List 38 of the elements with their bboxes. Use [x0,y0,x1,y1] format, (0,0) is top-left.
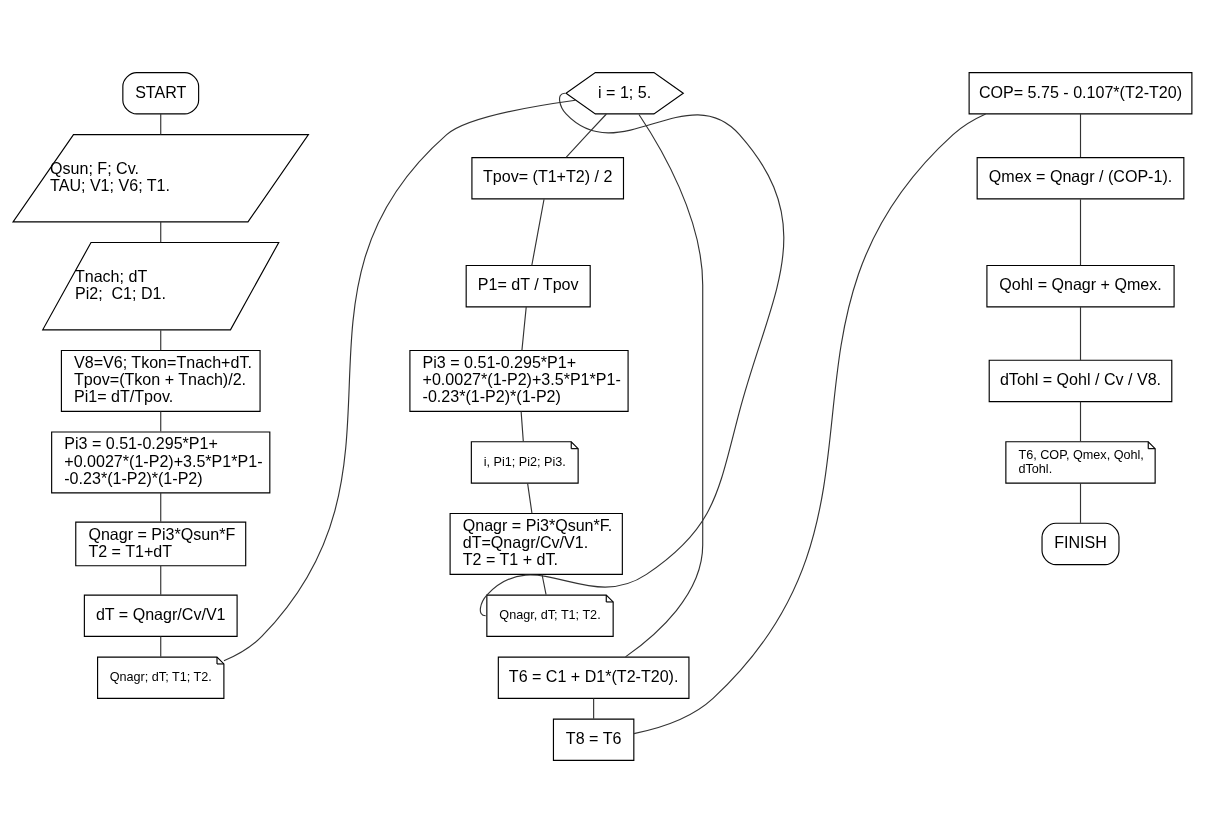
connector [479,92,785,616]
node-box: Pi3 = 0.51-0.295*P1+ +0.0027*(1-P2)+3.5*P1*P1- -0.23*(1-P2)*(1-P2) [51,430,271,493]
node-box: T6 = C1 + D1*(T2-T20). [497,656,690,699]
connector [160,564,162,595]
connector [633,112,987,734]
connector [521,305,527,351]
node-box: START [122,71,200,114]
node-box: P1= dT / Tpov [465,264,591,307]
node-box: dTohl = Qohl / Cv / V8. [988,359,1173,402]
connector [593,697,595,719]
connector [160,410,162,432]
connector [160,329,162,351]
node-box: T8 = T6 [552,718,635,761]
node-box: FINISH [1041,522,1120,565]
node-box: Tpov= (T1+T2) / 2 [471,156,625,199]
connector [531,198,545,266]
node-box: Qmex = Qnagr / (COP-1). [976,156,1185,199]
connector [160,492,162,522]
connector [1079,305,1082,361]
connector [565,112,607,158]
node-box: COP= 5.75 - 0.107*(T2-T20) [968,71,1193,114]
connector [541,573,547,595]
node-box: Pi3 = 0.51-0.295*P1+ +0.0027*(1-P2)+3.5*P1*P1- -0.23*(1-P2)*(1-P2) [409,349,629,412]
connector [527,482,533,514]
connector [160,220,162,243]
connector [624,113,704,657]
node-box: Qnagr = Pi3*Qsun*F T2 = T1+dT [75,521,247,566]
connector [160,112,162,135]
connector [520,410,524,442]
connector [160,635,162,657]
node-box: dT = Qnagr/Cv/V1 [83,594,238,637]
connector [1079,112,1082,158]
connector [1079,482,1082,523]
connector [1079,400,1082,442]
node-box: Qohl = Qnagr + Qmex. [986,264,1175,307]
connector [1079,198,1082,266]
node-box: V8=V6; Tkon=Tnach+dT. Tpov=(Tkon + Tnach)/2. Pi1= dT/Tpov. [60,349,261,412]
node-box: Qnagr = Pi3*Qsun*F. dT=Qnagr/Cv/V1. T2 = T1 + dT. [449,512,623,575]
